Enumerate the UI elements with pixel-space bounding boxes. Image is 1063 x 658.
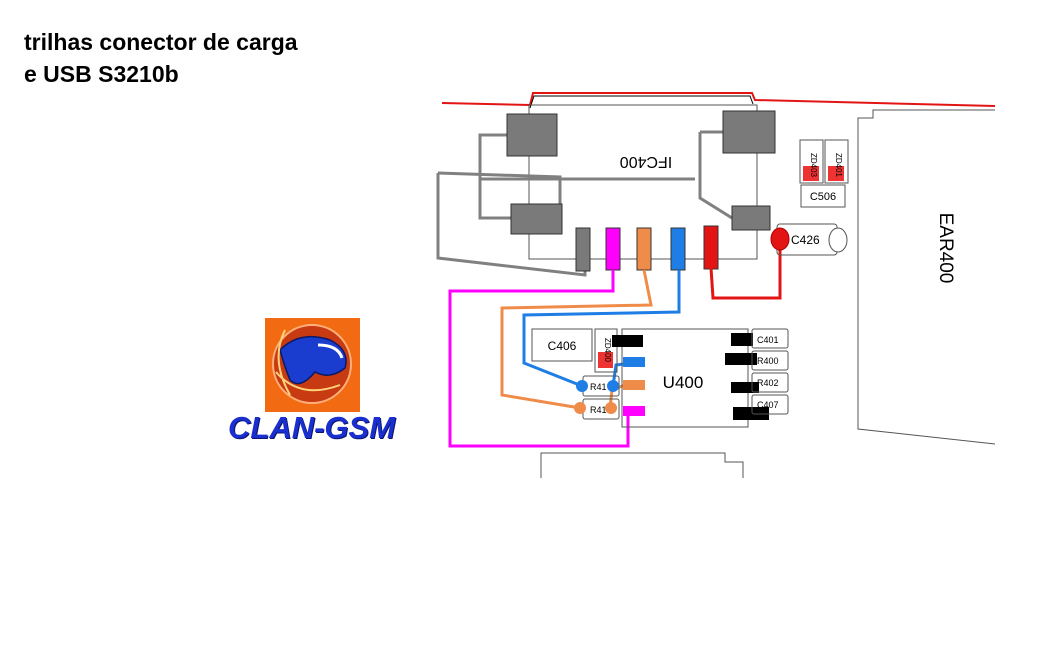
c426-label: C426 xyxy=(791,233,820,247)
pad-mid-right xyxy=(731,205,771,231)
r41a-blue-pad-left xyxy=(576,380,588,392)
zd400-red-pad xyxy=(598,352,613,368)
c401-outline xyxy=(751,328,789,349)
c407-label: C407 xyxy=(757,400,779,410)
c426-end-cap xyxy=(828,227,848,253)
top-black-edge xyxy=(529,95,754,109)
red-trace xyxy=(709,245,782,300)
u400-pin-tl xyxy=(612,335,643,347)
u400-pin-r2 xyxy=(725,353,757,365)
r400-label: R400 xyxy=(757,356,779,366)
title-line-2: e USB S3210b xyxy=(24,61,179,87)
zd400-outline xyxy=(594,328,618,373)
r41a-blue-pad-right xyxy=(607,380,619,392)
u400-pin-r1 xyxy=(731,333,753,346)
r41b-label: R41 xyxy=(590,405,607,415)
zd401-red-pad xyxy=(828,166,844,181)
c426-red-pad xyxy=(770,227,790,251)
u400-pin-r4 xyxy=(733,407,769,420)
u400-outline xyxy=(621,328,749,428)
pin-orange xyxy=(636,227,652,271)
r400-outline xyxy=(751,350,789,371)
blue-trace xyxy=(522,270,681,388)
ear400-outline xyxy=(857,109,996,445)
clan-gsm-logo-emblem xyxy=(265,318,360,412)
pin-blue xyxy=(670,227,686,271)
c407-outline xyxy=(751,394,789,415)
zd403-red-pad xyxy=(803,166,819,181)
zd401-outline xyxy=(824,139,849,184)
c406-outline xyxy=(531,328,593,362)
u400-pin-orange xyxy=(623,380,645,390)
top-red-trace xyxy=(441,92,996,107)
pin-gray xyxy=(575,227,591,272)
c506-outline xyxy=(800,184,846,208)
c401-label: C401 xyxy=(757,335,779,345)
bottom-component-outline xyxy=(540,452,744,478)
u400-label: U400 xyxy=(663,373,704,392)
pad-top-right xyxy=(722,110,776,154)
c406-label: C406 xyxy=(548,339,577,353)
r41a-label: R41 xyxy=(590,382,607,392)
diagram-title: trilhas conector de carga e USB S3210b xyxy=(24,26,298,90)
magenta-trace xyxy=(448,270,644,448)
u400-pin-r3 xyxy=(731,382,759,393)
connector-label: IFC400 xyxy=(620,153,673,170)
r402-label: R402 xyxy=(757,378,779,388)
pin-magenta xyxy=(605,227,621,271)
r41b-orange-pad-right xyxy=(605,402,617,414)
r402-outline xyxy=(751,372,789,393)
u400-pin-magenta xyxy=(623,406,645,416)
pad-top-left xyxy=(506,113,558,157)
zd401-label: ZD401 xyxy=(834,153,843,178)
ear400-label: EAR400 xyxy=(935,213,956,284)
pad-mid-left xyxy=(510,203,563,235)
c506-label: C506 xyxy=(810,191,836,203)
zd403-label: ZD403 xyxy=(809,153,818,178)
clan-gsm-logo-text: CLAN-GSM xyxy=(228,410,396,445)
orange-trace xyxy=(500,269,653,410)
pin-red xyxy=(703,225,719,270)
r41b-orange-pad-left xyxy=(574,402,586,414)
u400-pin-blue xyxy=(623,357,645,367)
zd403-outline xyxy=(799,139,824,184)
zd400-label: ZD400 xyxy=(603,338,612,363)
title-line-1: trilhas conector de carga xyxy=(24,29,298,55)
